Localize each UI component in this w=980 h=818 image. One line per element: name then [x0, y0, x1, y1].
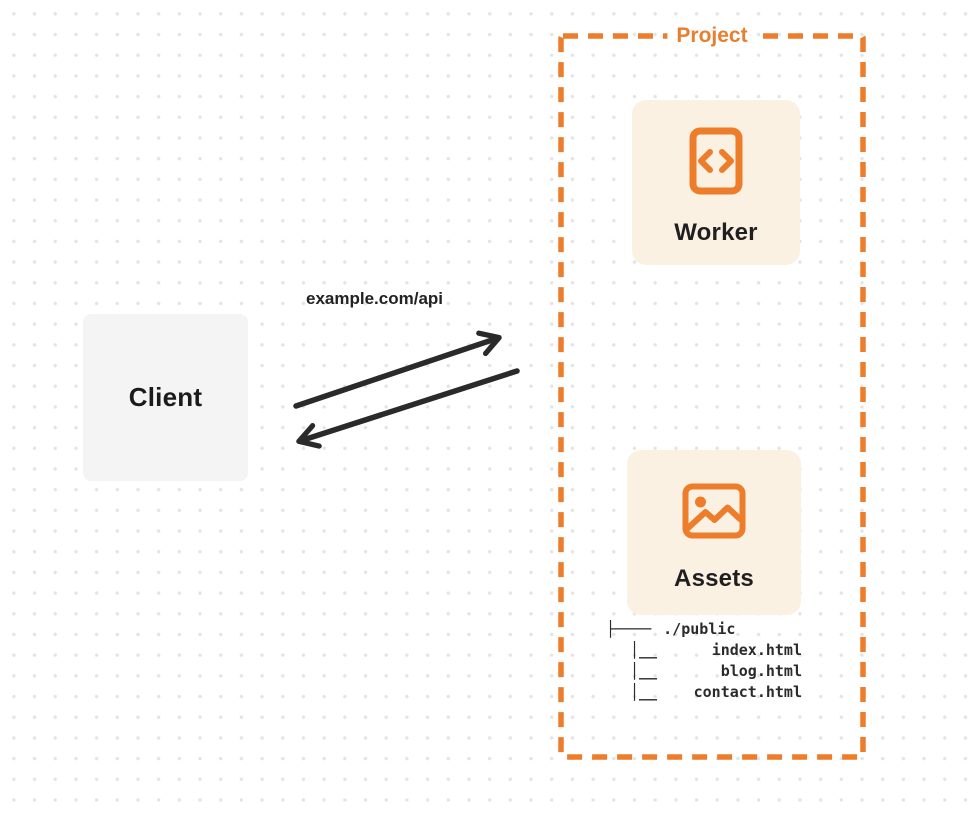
file-tree-item: │__ blog.html — [606, 661, 802, 682]
file-name: blog.html — [720, 662, 802, 680]
response-arrow — [296, 368, 520, 449]
assets-node: Assets — [627, 450, 801, 615]
file-tree-item: │__ index.html — [606, 640, 802, 661]
worker-label: Worker — [674, 219, 758, 246]
tree-branch-glyph: ├──── — [606, 620, 652, 638]
request-url-label: example.com/api — [306, 289, 444, 308]
code-file-icon — [689, 127, 743, 195]
tree-branch-glyph: │__ — [630, 662, 658, 680]
file-name: index.html — [711, 641, 802, 659]
assets-label: Assets — [674, 565, 754, 592]
tree-branch-glyph: │__ — [630, 683, 658, 701]
project-container: Project — [558, 24, 866, 760]
worker-node: Worker — [632, 100, 800, 265]
tree-branch-glyph: │__ — [630, 641, 658, 659]
client-label: Client — [128, 382, 203, 412]
file-tree-root-row: ├──── ./public — [606, 619, 802, 640]
file-name: contact.html — [693, 683, 802, 701]
file-tree-root-label: ./public — [663, 620, 736, 638]
project-dashed-border — [558, 33, 866, 760]
client-node: Client — [83, 314, 248, 481]
file-tree-item: │__ contact.html — [606, 682, 802, 703]
image-icon — [682, 483, 746, 539]
request-arrow — [293, 330, 502, 409]
assets-file-tree: ├──── ./public │__ index.html │__ blog.h… — [606, 619, 802, 703]
project-title: Project — [667, 24, 757, 48]
